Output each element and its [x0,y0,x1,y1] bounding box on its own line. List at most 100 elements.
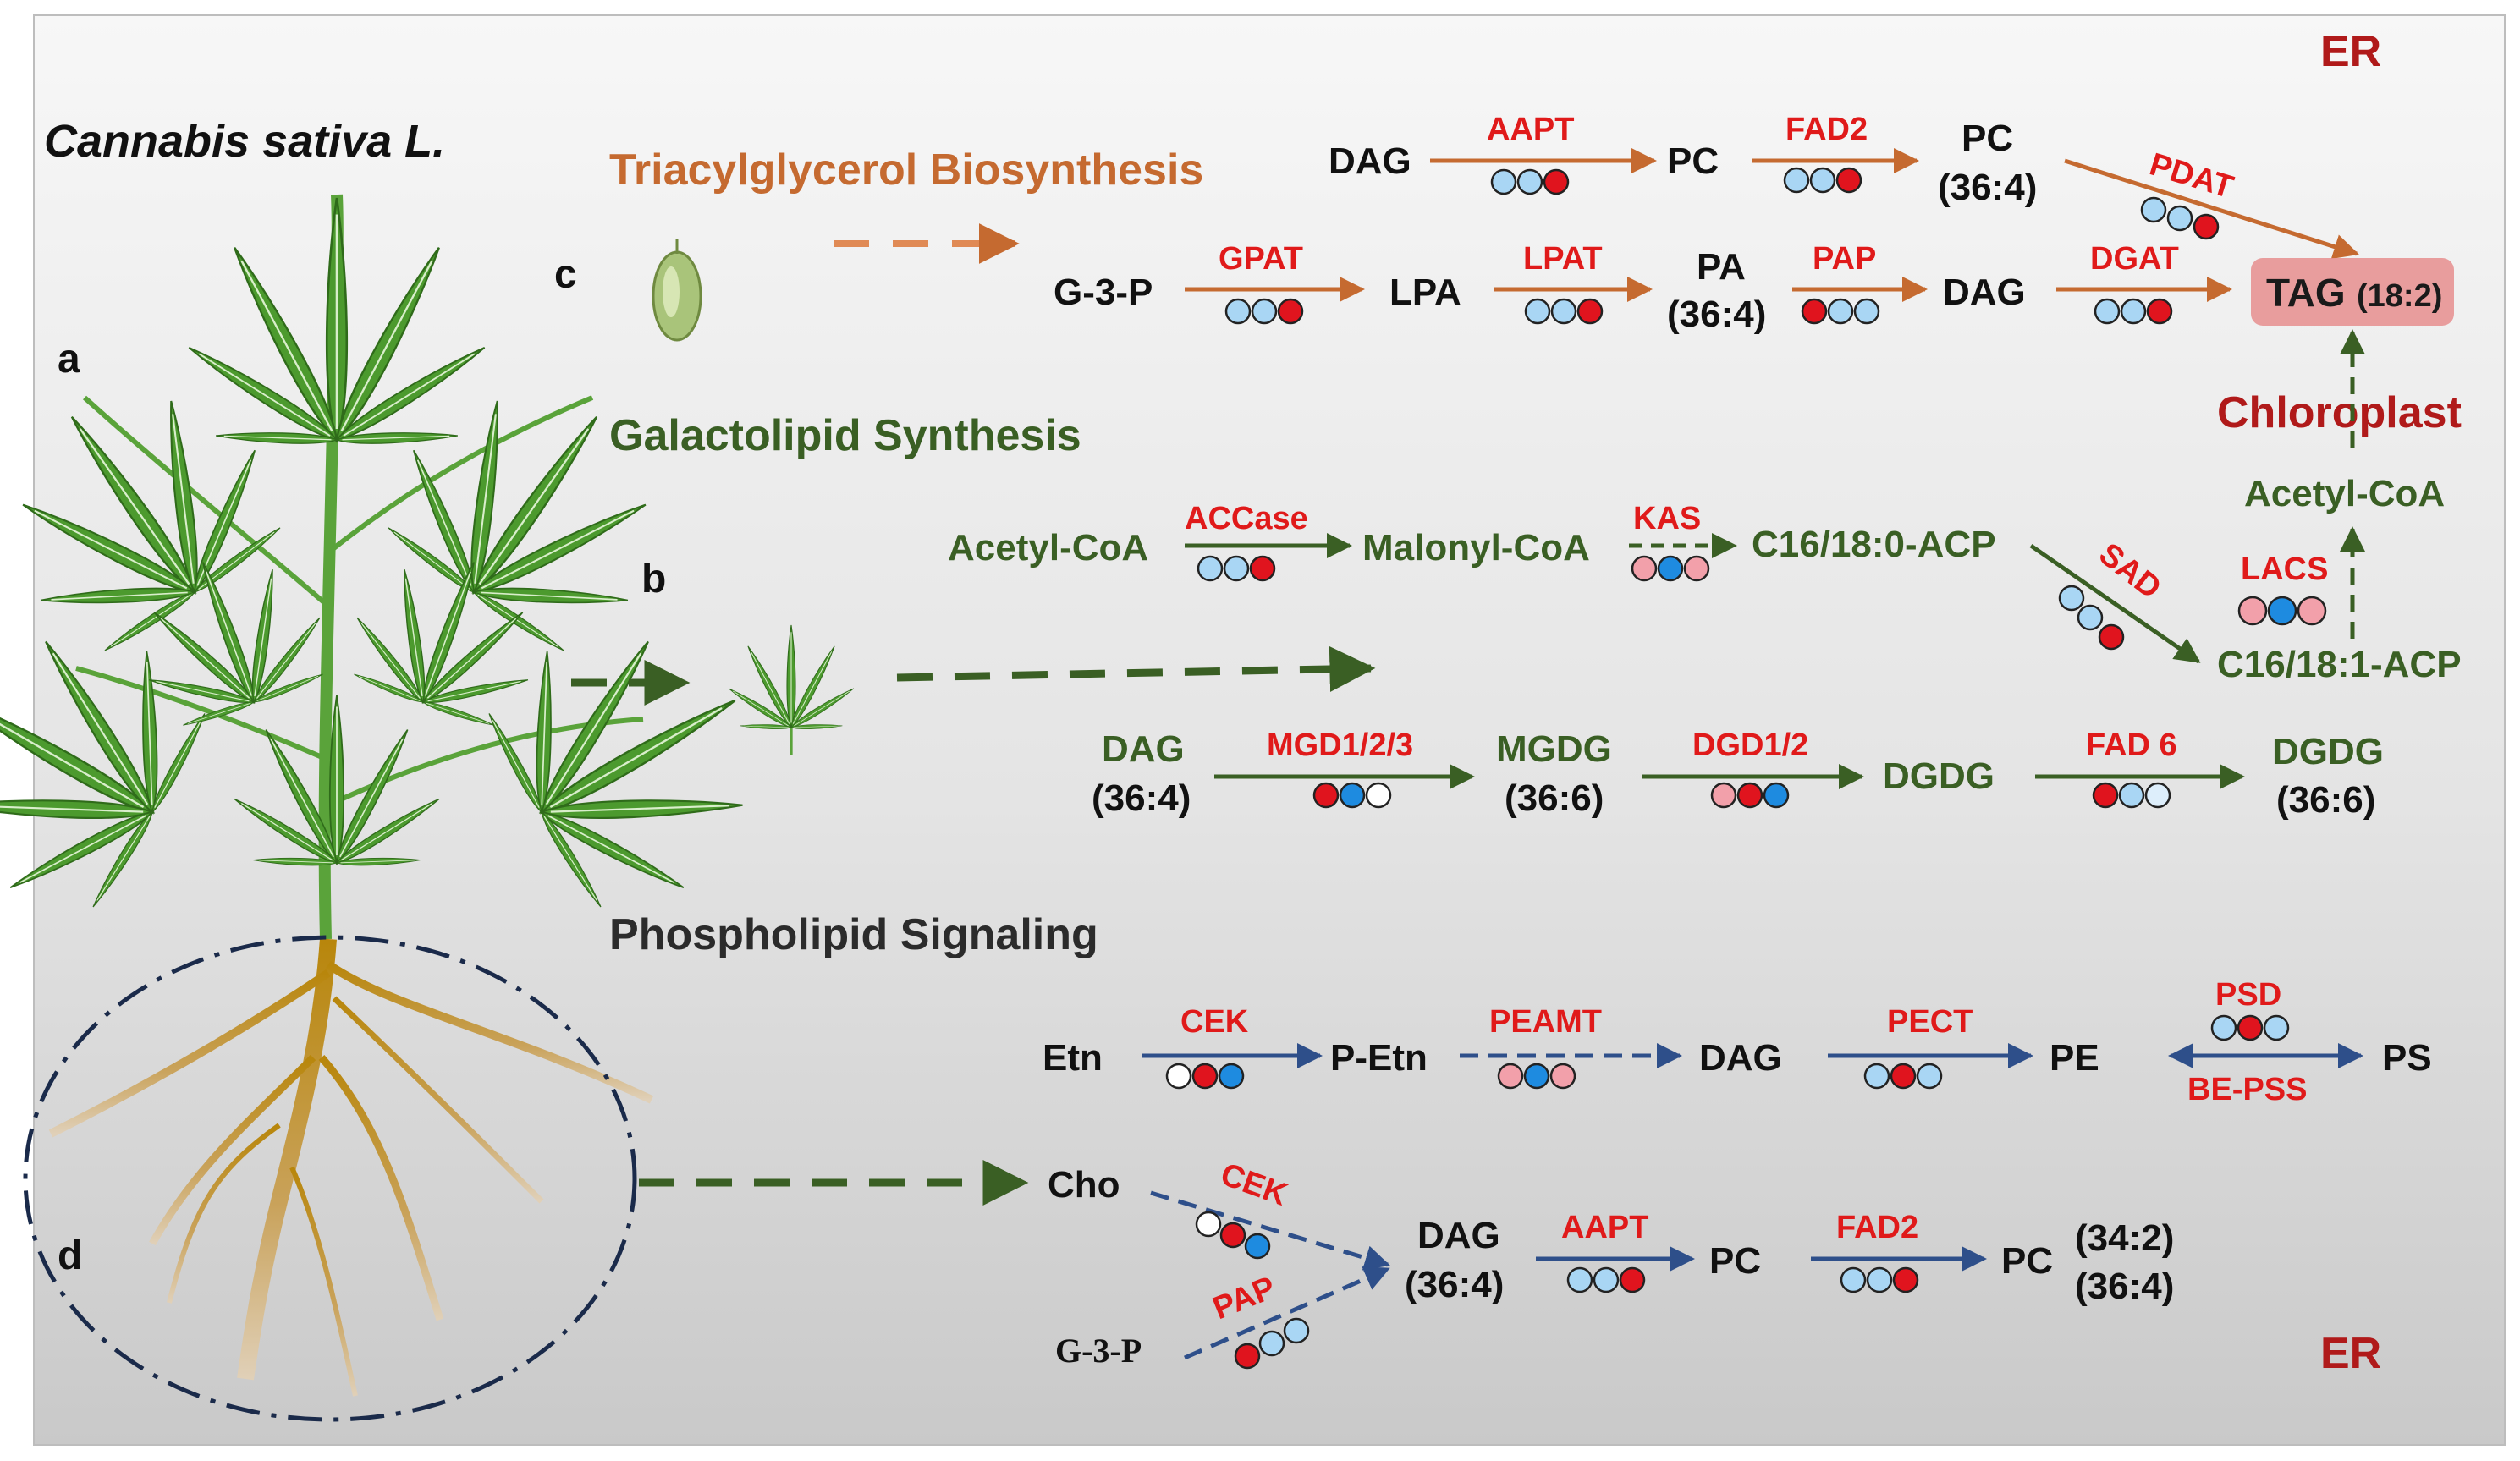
node-pa: PA [1697,246,1746,288]
dots-pdat [2140,196,2220,240]
dots-accase [1197,555,1276,582]
dots-aapt [1490,168,1570,195]
phospho-pathway: Etn CEK P-Etn PEAMT DAG PECT PE PSD BE-P… [1043,977,2432,1370]
node-pc-final: PC [2001,1240,2053,1282]
dots-cek [1165,1063,1245,1090]
enzyme-be-pss: BE-PSS [2187,1072,2307,1107]
enzyme-dgat: DGAT [2090,241,2179,277]
enzyme-pect: PECT [1887,1004,1973,1040]
enzyme-psd: PSD [2215,977,2281,1013]
dots-aapt-2 [1566,1266,1646,1293]
enzyme-lpat: LPAT [1523,241,1603,277]
dots-peamt [1497,1063,1576,1090]
enzyme-cek: CEK [1180,1004,1249,1040]
enzyme-kas: KAS [1633,501,1701,536]
node-tag-sub: (18:2) [2357,278,2442,314]
node-g3p-2: G-3-P [1055,1332,1142,1370]
arrow-leaf-to-galacto [896,645,1376,692]
node-pc: PC [1667,140,1719,182]
node-c16-18-0-acp: C16/18:0-ACP [1752,524,1996,565]
enzyme-aapt: AAPT [1487,112,1574,147]
node-etn: Etn [1043,1037,1103,1079]
node-malonyl-coa: Malonyl-CoA [1362,527,1590,568]
node-dgdg-36-6: DGDG [2272,731,2384,772]
dots-dgd [1710,782,1790,809]
dots-dgat [2094,298,2173,325]
node-dag-phospho: DAG [1699,1037,1782,1079]
node-pc-36-4: PC [1962,118,2013,159]
panel-c-label: c [554,252,577,297]
node-dag: DAG [1329,140,1411,182]
node-tag: TAG [2266,271,2346,315]
expression-dots [1165,167,2327,1370]
tag-box [2251,258,2454,326]
node-pc-36-4-sub: (36:4) [1938,167,2037,208]
node-dag-36-4: DAG [1102,728,1185,770]
dots-fad2 [1783,167,1862,194]
node-pc-final-sub2: (36:4) [2075,1266,2174,1307]
dots-psd [2210,1014,2290,1041]
dots-gpat [1224,298,1304,325]
dots-lacs [2237,596,2327,626]
section-title-galacto: Galactolipid Synthesis [609,411,1081,460]
enzyme-fad2: FAD2 [1785,112,1868,147]
species-label: Cannabis sativa L. [44,116,445,167]
node-acetyl-coa-right: Acetyl-CoA [2244,473,2445,514]
node-mgdg-sub: (36:6) [1505,777,1604,819]
dots-mgd [1312,782,1392,809]
arrow-cek-2 [1150,1190,1390,1271]
node-mgdg: MGDG [1496,728,1612,770]
galacto-pathway: Acetyl-CoA ACCase Malonyl-CoA KAS C16/18… [948,501,2462,821]
er-label-bottom: ER [2320,1329,2381,1378]
leaf-icon [727,625,856,756]
node-dag-36-4-sub: (36:4) [1092,777,1191,819]
enzyme-mgd: MGD1/2/3 [1267,728,1413,763]
dots-sad [2058,585,2125,651]
dots-kas [1631,555,1710,582]
section-title-tag: Triacylglycerol Biosynthesis [609,146,1203,195]
panel-b-label: b [641,557,666,601]
node-pe: PE [2050,1037,2099,1079]
enzyme-aapt-2: AAPT [1561,1210,1648,1245]
chloroplast-label: Chloroplast [2217,388,2462,437]
enzyme-pap: PAP [1813,241,1876,277]
node-dgdg: DGDG [1883,755,1995,797]
arrow-pdat [2064,158,2359,260]
enzyme-lacs: LACS [2241,552,2328,587]
dots-pap [1801,298,1880,325]
node-pa-sub: (36:4) [1667,294,1766,335]
node-cho: Cho [1048,1164,1120,1206]
cannabis-plant-illustration [0,194,805,1422]
node-lpa: LPA [1389,272,1461,313]
dots-cek-2 [1195,1211,1271,1260]
arrow-pap-2 [1183,1266,1390,1360]
node-p-etn: P-Etn [1330,1037,1428,1079]
panel-d-label: d [58,1233,82,1278]
dots-pap-2 [1234,1317,1310,1370]
enzyme-fad6: FAD 6 [2086,728,2177,763]
node-pc-phospho: PC [1709,1240,1761,1282]
dots-fad2-2 [1840,1266,1919,1293]
node-pc-final-sub1: (34:2) [2075,1217,2174,1259]
arrow-sad [2029,543,2201,664]
node-acetyl-coa: Acetyl-CoA [948,527,1148,568]
dots-pect [1863,1063,1943,1090]
enzyme-accase: ACCase [1185,501,1308,536]
dots-lpat [1524,298,1604,325]
enzyme-peamt: PEAMT [1489,1004,1602,1040]
node-dag-36-4-phospho: DAG [1417,1215,1500,1256]
er-label-top: ER [2320,27,2381,76]
node-g3p: G-3-P [1054,272,1153,313]
panel-a-label: a [58,337,80,382]
node-c16-18-1-acp: C16/18:1-ACP [2217,644,2462,685]
background-panel [33,14,2506,1446]
enzyme-dgd: DGD1/2 [1692,728,1808,763]
section-title-phospho: Phospholipid Signaling [609,910,1098,959]
node-ps: PS [2382,1037,2432,1079]
node-dag-2: DAG [1943,272,2026,313]
node-dgdg-36-6-sub: (36:6) [2276,779,2375,821]
seed-icon [652,239,702,342]
node-dag-36-4-phospho-sub: (36:4) [1405,1264,1504,1305]
root-ellipse [23,935,637,1422]
